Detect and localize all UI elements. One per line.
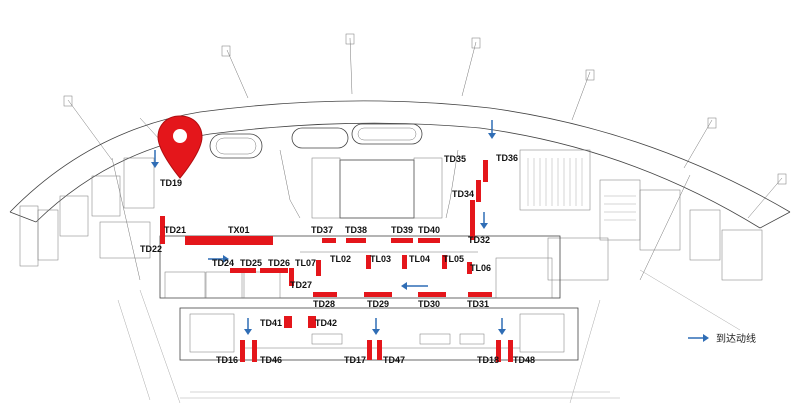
gate-label: TD37 xyxy=(311,225,333,235)
gate-label: TD34 xyxy=(452,189,474,199)
gate-label: TL02 xyxy=(330,254,351,264)
gate-label: TD39 xyxy=(391,225,413,235)
gate-label: TD19 xyxy=(160,178,182,188)
gate-label: TD26 xyxy=(268,258,290,268)
stand-lines xyxy=(63,33,787,219)
gate-label: TD41 xyxy=(260,318,282,328)
blue-arrow-icon xyxy=(498,318,506,335)
gate-label: TD24 xyxy=(212,258,234,268)
blue-arrow-icon xyxy=(401,282,428,290)
terminal-building xyxy=(9,100,791,361)
gate-label: TD36 xyxy=(496,153,518,163)
blue-arrow-icon xyxy=(488,120,496,139)
gate-label: TD21 xyxy=(164,225,186,235)
gate-label: TD29 xyxy=(367,299,389,309)
gate-label: TD35 xyxy=(444,154,466,164)
location-pin-icon xyxy=(157,115,203,179)
gate-label: TD17 xyxy=(344,355,366,365)
gate-label: TD32 xyxy=(468,235,490,245)
gate-label: TD28 xyxy=(313,299,335,309)
legend: 到达动线 xyxy=(688,332,756,345)
gate-label: TD30 xyxy=(418,299,440,309)
gate-label: TD48 xyxy=(513,355,535,365)
gate-labels: TD19 TD21 TD22 TX01 TD24 TD25 TD26 TL07 … xyxy=(140,153,535,365)
gate-label: TL05 xyxy=(443,254,464,264)
gate-label: TD22 xyxy=(140,244,162,254)
gate-label: TL03 xyxy=(370,254,391,264)
gate-label: TD42 xyxy=(315,318,337,328)
legend-label: 到达动线 xyxy=(716,332,756,345)
blue-arrow-icon xyxy=(688,334,709,342)
gate-label: TD27 xyxy=(290,280,312,290)
blue-arrow-icon xyxy=(372,318,380,335)
blue-arrow-icon xyxy=(480,212,488,229)
gate-label: TL04 xyxy=(409,254,430,264)
gate-label: TD25 xyxy=(240,258,262,268)
right-grid xyxy=(527,158,636,221)
gate-label: TD16 xyxy=(216,355,238,365)
gate-label: TD31 xyxy=(467,299,489,309)
gate-label: TL06 xyxy=(470,263,491,273)
gate-label: TD46 xyxy=(260,355,282,365)
gate-label: TD47 xyxy=(383,355,405,365)
gate-label: TD38 xyxy=(345,225,367,235)
arrival-flow-arrows xyxy=(151,120,506,335)
gate-label: TL07 xyxy=(295,258,316,268)
gate-label: TX01 xyxy=(228,225,250,235)
blue-arrow-icon xyxy=(208,255,229,263)
gate-label: TD40 xyxy=(418,225,440,235)
blue-arrow-icon xyxy=(244,318,252,335)
gate-label: TD18 xyxy=(477,355,499,365)
apron-outline xyxy=(117,269,741,403)
gate-markers xyxy=(160,160,513,362)
blue-arrow-icon xyxy=(151,150,159,168)
